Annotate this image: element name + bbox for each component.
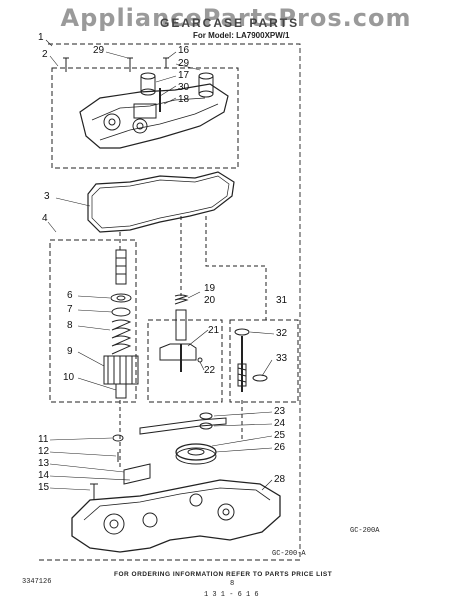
- callout-14: 14: [38, 470, 50, 481]
- pinion-box: [229, 319, 299, 403]
- gearcase-base: [71, 479, 281, 553]
- callout-4: 4: [42, 213, 48, 224]
- callout-11: 11: [38, 434, 49, 445]
- drive-gear: [175, 443, 217, 461]
- cover-box: [51, 67, 239, 169]
- callout-29-right: 29: [178, 58, 190, 69]
- callout-31: 31: [276, 295, 288, 306]
- callout-1: 1: [38, 32, 44, 43]
- callout-26: 26: [274, 442, 286, 453]
- callout-13: 13: [38, 458, 50, 469]
- callout-32: 32: [276, 328, 288, 339]
- callout-19: 19: [204, 283, 216, 294]
- callout-10: 10: [63, 372, 75, 383]
- callout-17: 17: [178, 70, 190, 81]
- callout-18: 18: [178, 94, 190, 105]
- callout-6: 6: [67, 290, 73, 301]
- doc-number: 3347126: [22, 578, 52, 586]
- watermark: AppliancePartsPros.com: [60, 4, 412, 32]
- shaft-top: [115, 249, 127, 285]
- shifter-box: [147, 319, 223, 403]
- assembly-outline: [38, 43, 301, 561]
- callout-25: 25: [274, 430, 286, 441]
- figure-code: GC-200-A: [272, 550, 306, 558]
- callout-9: 9: [67, 346, 73, 357]
- callout-15: 15: [38, 482, 50, 493]
- agitator-shaft-box: [49, 239, 137, 403]
- callout-21: 21: [208, 325, 220, 336]
- bottom-mark: 1 3 1 - 6 1 6: [204, 591, 259, 599]
- ordering-note: FOR ORDERING INFORMATION REFER TO PARTS …: [114, 571, 333, 578]
- page-number: 8: [230, 580, 235, 588]
- helix-gear: [103, 355, 139, 385]
- callout-12: 12: [38, 446, 50, 457]
- page-title: GEARCASE PARTS: [160, 16, 300, 30]
- gasket: [87, 171, 235, 233]
- pinion-gear: [237, 363, 247, 387]
- callout-8: 8: [67, 320, 73, 331]
- callout-2: 2: [42, 49, 48, 60]
- callout-20: 20: [204, 295, 216, 306]
- figure-code-side: GC-200A: [350, 527, 380, 535]
- callout-29-left: 29: [93, 45, 105, 56]
- callout-33: 33: [276, 353, 288, 364]
- callout-3: 3: [44, 191, 50, 202]
- callout-23: 23: [274, 406, 286, 417]
- model-label: For Model: LA7900XPW/1: [193, 31, 290, 40]
- callout-22: 22: [204, 365, 216, 376]
- spring: [111, 319, 132, 355]
- gearcase-cover: [79, 83, 229, 149]
- shift-lever: [139, 417, 227, 435]
- callout-28: 28: [274, 474, 286, 485]
- callout-30: 30: [178, 82, 190, 93]
- callout-16: 16: [178, 45, 190, 56]
- callout-24: 24: [274, 418, 286, 429]
- callout-7: 7: [67, 304, 73, 315]
- shift-fork: [159, 343, 197, 361]
- shift-spring: [174, 294, 189, 305]
